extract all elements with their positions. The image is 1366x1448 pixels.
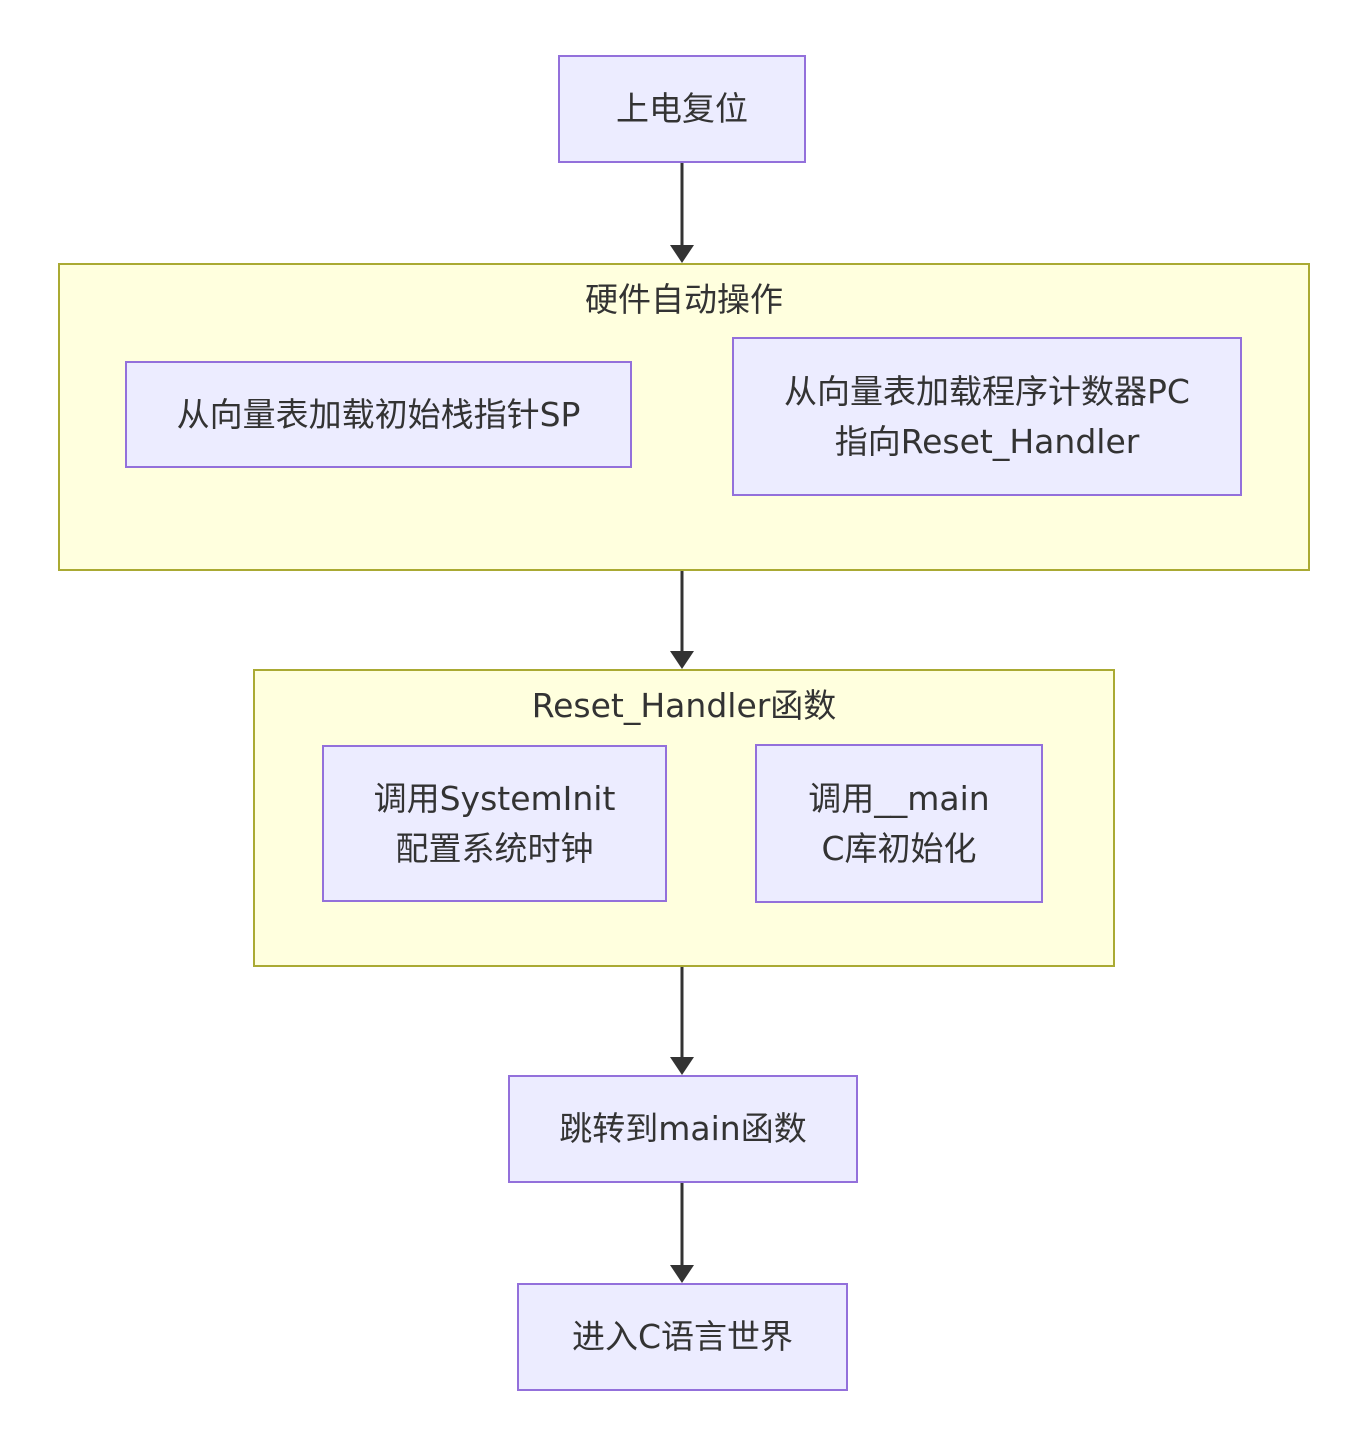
- arrow-line: [680, 163, 684, 249]
- arrow-head-icon: [670, 245, 694, 263]
- node-load-pc-line1: 从向量表加载程序计数器PC: [784, 372, 1190, 411]
- node-load-sp-label: 从向量表加载初始栈指针SP: [176, 394, 581, 434]
- arrow-jump-main-to-c-world: [669, 1183, 695, 1283]
- container-reset-handler-title: Reset_Handler函数: [531, 686, 837, 725]
- node-system-init-line1: 调用SystemInit: [373, 779, 616, 818]
- container-hardware-auto-title: 硬件自动操作: [585, 280, 783, 319]
- node-system-init: 调用SystemInit 配置系统时钟: [322, 745, 667, 902]
- arrow-head-icon: [670, 1265, 694, 1283]
- node-power-on-reset-label: 上电复位: [616, 89, 748, 129]
- node-power-on-reset: 上电复位: [558, 55, 806, 163]
- node-call-main-line2: C库初始化: [821, 828, 977, 868]
- node-c-world-label: 进入C语言世界: [571, 1317, 794, 1357]
- node-load-pc-line2: 指向Reset_Handler: [834, 421, 1140, 461]
- node-load-pc: 从向量表加载程序计数器PC 指向Reset_Handler: [732, 337, 1242, 496]
- arrow-line: [680, 967, 684, 1061]
- node-jump-main: 跳转到main函数: [508, 1075, 858, 1183]
- node-jump-main-label: 跳转到main函数: [559, 1109, 807, 1149]
- arrow-reset-handler-to-jump-main: [669, 967, 695, 1075]
- arrow-head-icon: [670, 1057, 694, 1075]
- node-load-sp: 从向量表加载初始栈指针SP: [125, 361, 632, 468]
- arrow-hardware-to-reset-handler: [669, 571, 695, 669]
- arrow-head-icon: [670, 651, 694, 669]
- node-call-main: 调用__main C库初始化: [755, 744, 1043, 903]
- arrow-line: [680, 1183, 684, 1269]
- node-system-init-line2: 配置系统时钟: [395, 828, 594, 868]
- node-call-main-line1: 调用__main: [808, 779, 990, 818]
- arrow-line: [680, 571, 684, 655]
- arrow-power-to-hardware: [669, 163, 695, 263]
- node-c-world: 进入C语言世界: [517, 1283, 848, 1391]
